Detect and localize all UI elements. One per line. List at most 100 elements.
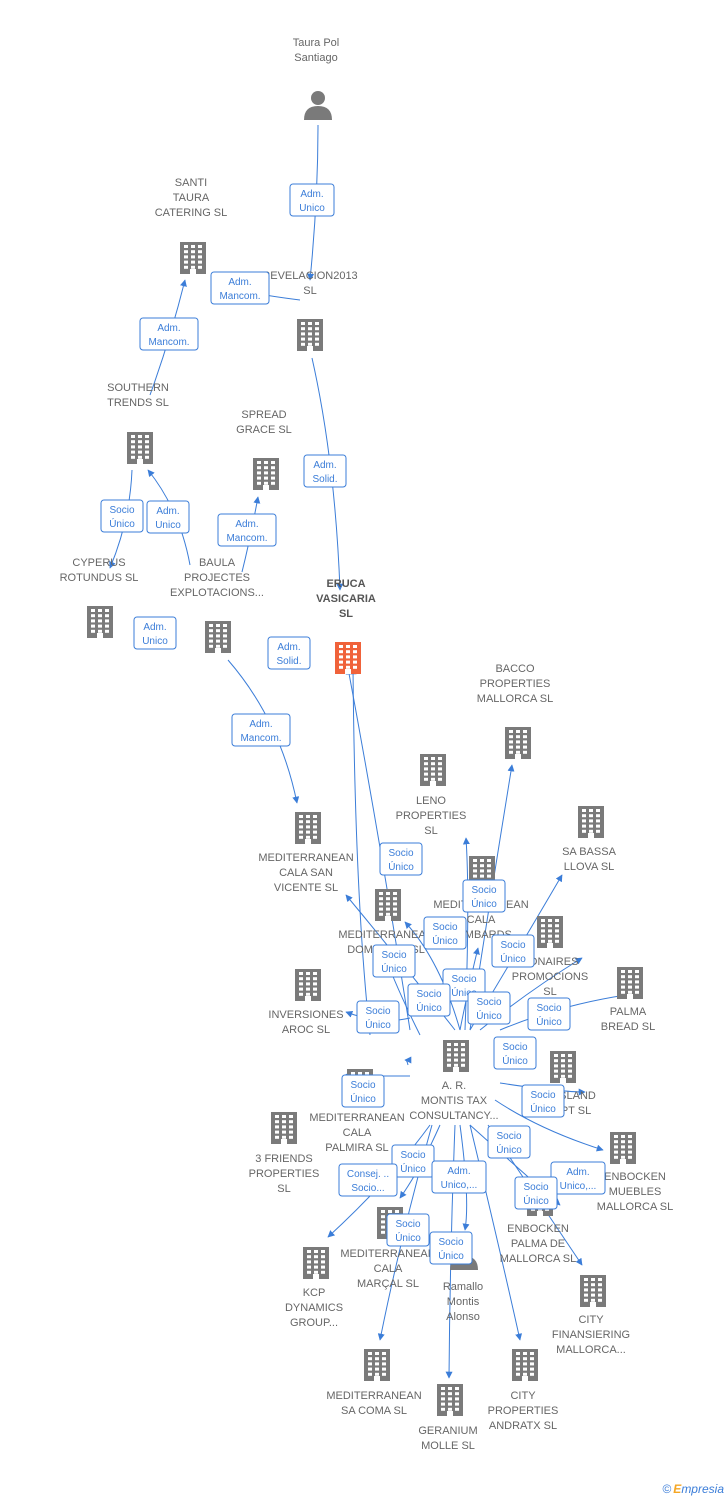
node-cityfin[interactable]: CITYFINANSIERINGMALLORCA...: [552, 1275, 630, 1356]
node-label-line: TRENDS SL: [107, 397, 169, 409]
node-label-line: CITY: [578, 1314, 604, 1326]
building-window: [516, 1367, 520, 1371]
relation-badge-box: [407, 983, 451, 1017]
relation-badge[interactable]: Adm.Unico: [289, 183, 335, 217]
building-window: [184, 255, 188, 259]
building-window: [523, 735, 527, 739]
relation-badge[interactable]: Consej. ..Socio...: [338, 1163, 398, 1197]
building-window: [313, 982, 317, 986]
building-door: [307, 346, 313, 351]
relation-badge-box: [493, 1036, 537, 1070]
copyright-symbol: ©: [662, 1482, 672, 1496]
node-kcp[interactable]: KCPDYNAMICSGROUP...: [285, 1247, 343, 1329]
building-window: [339, 655, 343, 659]
relation-badge-text: Unico: [142, 636, 168, 647]
building-window: [628, 1135, 632, 1138]
node-label-line: Ramallo: [443, 1281, 483, 1293]
building-window: [313, 820, 317, 824]
relation-badge[interactable]: Adm.Solid.: [303, 454, 347, 488]
building-window: [209, 644, 213, 648]
building-window: [582, 819, 586, 823]
building-window: [621, 1145, 625, 1149]
building-window: [461, 1058, 465, 1062]
building-window: [271, 471, 275, 475]
node-montis[interactable]: A. R.MONTIS TAXCONSULTANCY...: [409, 1040, 499, 1122]
building-window: [523, 745, 527, 749]
relation-badge[interactable]: Adm.Mancom.: [217, 513, 277, 547]
building-window: [264, 476, 268, 480]
node-label-line: Santiago: [294, 52, 337, 64]
relation-badge[interactable]: Adm.Mancom.: [210, 271, 270, 305]
node-label-line: SA COMA SL: [341, 1405, 407, 1417]
building-window: [321, 1270, 325, 1274]
building-window: [198, 250, 202, 254]
building-window: [308, 322, 312, 325]
relation-badge[interactable]: Adm.Mancom.: [139, 317, 199, 351]
empresia-brand[interactable]: ©Empresia: [662, 1482, 724, 1496]
node-label-line: PROJECTES: [184, 572, 250, 584]
node-label-line: VICENTE SL: [274, 882, 338, 894]
relation-badge[interactable]: Adm. Unico: [133, 616, 177, 650]
node-label-line: MEDITERRANEAN: [338, 929, 433, 941]
relation-badge[interactable]: Adm.Mancom.: [231, 713, 291, 747]
building-door: [522, 1376, 528, 1381]
building-window: [91, 624, 95, 628]
building-window: [487, 869, 491, 873]
building-window: [582, 824, 586, 828]
building-window: [628, 1155, 632, 1159]
relation-badge[interactable]: Adm.Solid.: [267, 636, 311, 670]
relation-badge-box: [231, 713, 291, 747]
relation-badge-text: Socio: [381, 950, 406, 961]
relation-badge[interactable]: Adm.Unico: [146, 500, 190, 534]
relation-badge[interactable]: Adm.Unico,...: [550, 1161, 606, 1195]
building-window: [306, 982, 310, 986]
building-window: [461, 1048, 465, 1052]
building-window: [554, 1054, 558, 1057]
building-window: [487, 859, 491, 862]
person-body: [304, 106, 332, 120]
node-baula[interactable]: BAULAPROJECTESEXPLOTACIONS...: [170, 557, 264, 653]
relation-badge-text: Adm.: [143, 622, 166, 633]
relation-badge[interactable]: Adm.Unico,...: [431, 1160, 487, 1194]
node-label-line: CALA: [467, 914, 496, 926]
building-icon: [610, 1132, 636, 1164]
